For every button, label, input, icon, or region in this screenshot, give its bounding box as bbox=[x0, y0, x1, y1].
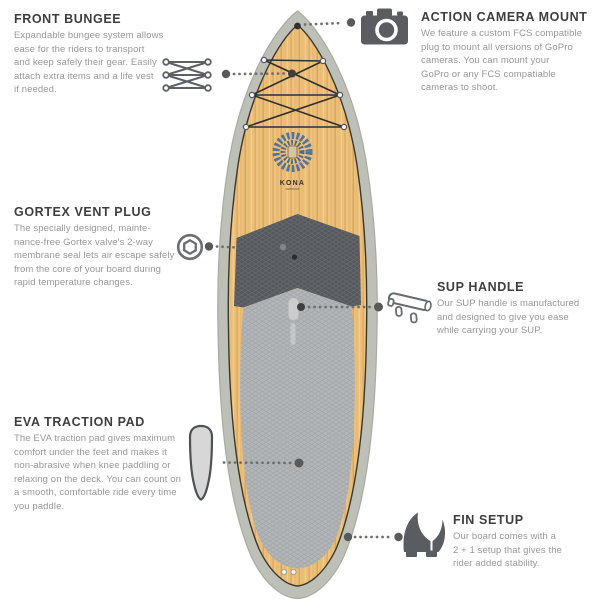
callout-action-camera-mount: ACTION CAMERA MOUNT We feature a custom … bbox=[421, 10, 599, 95]
callout-sup-handle: SUP HANDLE Our SUP handle is manufacture… bbox=[437, 280, 599, 338]
callout-title: ACTION CAMERA MOUNT bbox=[421, 10, 588, 24]
bungee-icon bbox=[161, 55, 219, 95]
callout-body: The specially designed, mainte- nance-fr… bbox=[14, 223, 175, 288]
callout-title: SUP HANDLE bbox=[437, 280, 525, 294]
board-bungee-cords bbox=[245, 59, 345, 128]
leader-line-traction-pad bbox=[222, 458, 304, 468]
leader-line-fin-setup bbox=[343, 532, 403, 542]
traction-pad-icon bbox=[186, 424, 216, 502]
callout-title: FIN SETUP bbox=[453, 513, 524, 527]
vent-plug-icon bbox=[174, 231, 206, 263]
board-vent-plug bbox=[279, 243, 298, 260]
callout-body: We feature a custom FCS compatible plug … bbox=[421, 28, 583, 93]
callout-body: Expandable bungee system allows ease for… bbox=[14, 30, 164, 95]
callout-fin-setup: FIN SETUP Our board comes with a 2 + 1 s… bbox=[453, 513, 599, 571]
leader-line-front-bungee bbox=[221, 69, 296, 79]
callout-title: FRONT BUNGEE bbox=[14, 12, 122, 26]
board-pad-light bbox=[240, 288, 355, 569]
callout-title: EVA TRACTION PAD bbox=[14, 415, 145, 429]
leader-line-action-camera bbox=[294, 18, 356, 30]
callout-eva-traction-pad: EVA TRACTION PAD The EVA traction pad gi… bbox=[14, 415, 222, 513]
handle-icon bbox=[384, 290, 434, 328]
fin-icon bbox=[397, 510, 449, 558]
callout-front-bungee: FRONT BUNGEE Expandable bungee system al… bbox=[14, 12, 219, 97]
callout-body: The EVA traction pad gives maximum comfo… bbox=[14, 433, 182, 512]
board-logo: KONA bbox=[272, 132, 313, 190]
callout-title: GORTEX VENT PLUG bbox=[14, 205, 152, 219]
callout-gortex-vent-plug: GORTEX VENT PLUG The specially designed,… bbox=[14, 205, 219, 290]
callout-body: Our SUP handle is manufactured and desig… bbox=[437, 298, 580, 336]
board-brand-text: KONA bbox=[280, 180, 305, 187]
board-handle-recess bbox=[288, 298, 299, 345]
leader-line-sup-handle bbox=[297, 302, 383, 312]
board-pad-dark bbox=[234, 214, 361, 308]
board-tail-plugs bbox=[280, 569, 297, 576]
camera-icon bbox=[360, 6, 410, 46]
board-bungee-anchors bbox=[242, 56, 348, 131]
callout-body: Our board comes with a 2 + 1 setup that … bbox=[453, 531, 563, 569]
leader-line-vent-plug bbox=[204, 242, 239, 251]
